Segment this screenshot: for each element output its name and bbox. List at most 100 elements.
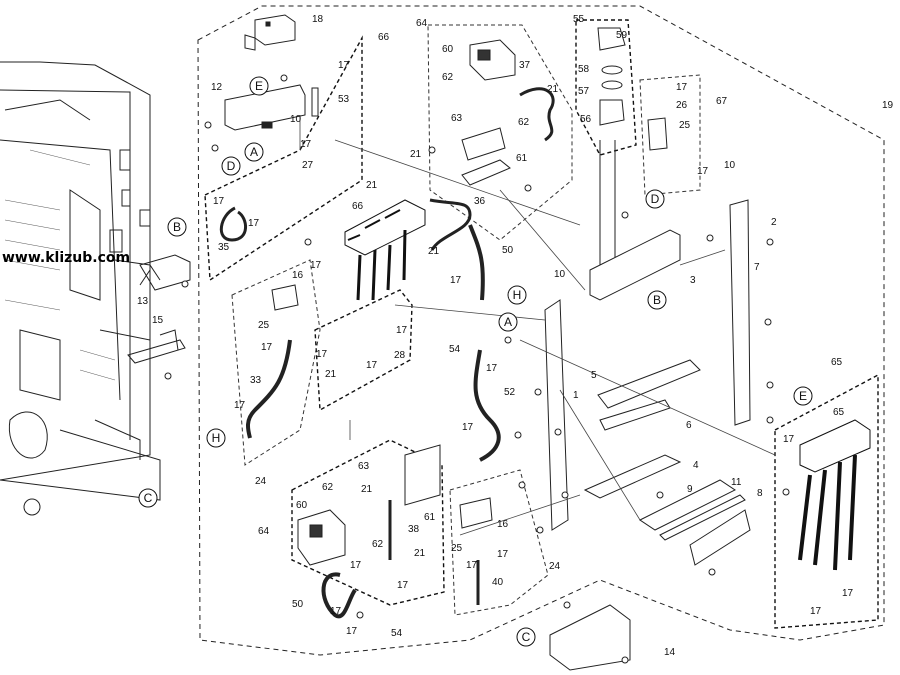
label-5: 5 xyxy=(591,370,597,381)
label-24-bottom: 24 xyxy=(549,561,561,572)
part-65-manifold xyxy=(798,419,871,571)
callout-D-left: D xyxy=(227,159,236,173)
label-17-x: 17 xyxy=(842,588,854,599)
callout-D-right: D xyxy=(651,192,660,206)
part-55-valve xyxy=(597,27,626,126)
group-65-box xyxy=(774,373,879,629)
label-17-l: 17 xyxy=(486,363,498,374)
label-17-t: 17 xyxy=(462,422,474,433)
label-17-p: 17 xyxy=(330,606,342,617)
part-4-plate xyxy=(583,454,682,499)
part-2-rail xyxy=(729,199,751,426)
label-37: 37 xyxy=(519,60,531,71)
label-15: 15 xyxy=(152,315,164,326)
leader-lines xyxy=(299,115,776,536)
label-21-a: 21 xyxy=(547,84,559,95)
part-5-bracket xyxy=(597,359,701,409)
label-18: 18 xyxy=(312,14,324,25)
group-28-box xyxy=(314,289,413,412)
label-4: 4 xyxy=(693,460,699,471)
label-66-mid: 66 xyxy=(352,201,364,212)
label-54-bottom: 54 xyxy=(391,628,403,639)
callout-circles xyxy=(138,76,813,647)
label-21-g: 21 xyxy=(414,548,426,559)
callout-C-left: C xyxy=(144,491,153,505)
part-35-hose xyxy=(220,206,247,242)
part-36-hose xyxy=(429,198,472,251)
label-12: 12 xyxy=(211,82,223,93)
callout-E-right: E xyxy=(799,389,807,403)
part-63-bottom xyxy=(404,444,441,506)
label-21-d: 21 xyxy=(428,246,440,257)
group-55-box xyxy=(575,19,637,156)
label-67: 67 xyxy=(716,96,728,107)
callout-H-right: H xyxy=(513,288,522,302)
label-10-c: 10 xyxy=(554,269,566,280)
group-64-bottom-box xyxy=(291,439,445,606)
label-17-o: 17 xyxy=(350,560,362,571)
label-17-c: 17 xyxy=(213,196,225,207)
label-62-d: 62 xyxy=(372,539,384,550)
label-17-r: 17 xyxy=(397,580,409,591)
label-62-c: 62 xyxy=(322,482,334,493)
label-66-top: 66 xyxy=(378,32,390,43)
label-65-inner: 65 xyxy=(833,407,845,418)
part-3-bracket xyxy=(589,229,681,301)
part-labels: 18 66 64 55 19 12 17 53 60 37 59 58 57 5… xyxy=(137,14,894,658)
label-17-g: 17 xyxy=(697,166,709,177)
label-7: 7 xyxy=(754,262,760,273)
label-17-q: 17 xyxy=(346,626,358,637)
part-12-bracket xyxy=(224,84,306,131)
label-60-top: 60 xyxy=(442,44,454,55)
label-53: 53 xyxy=(338,94,350,105)
group-64-top-box xyxy=(427,24,573,241)
label-60-bottom: 60 xyxy=(296,500,308,511)
label-62-a: 62 xyxy=(442,72,454,83)
label-63-bottom: 63 xyxy=(358,461,370,472)
callout-B-left: B xyxy=(173,220,181,234)
label-50-top: 50 xyxy=(502,245,514,256)
label-11: 11 xyxy=(731,477,742,488)
label-3: 3 xyxy=(690,275,696,286)
part-9-plate xyxy=(639,479,736,531)
label-17-h: 17 xyxy=(310,260,322,271)
label-16-top: 16 xyxy=(292,270,304,281)
callout-A-mid: A xyxy=(504,315,512,329)
part-66-manifold xyxy=(344,199,426,301)
label-50-bottom: 50 xyxy=(292,599,304,610)
label-8: 8 xyxy=(757,488,763,499)
label-17-e: 17 xyxy=(450,275,462,286)
label-17-f: 17 xyxy=(676,82,688,93)
label-17-s: 17 xyxy=(497,549,509,560)
part-60-top xyxy=(469,39,516,81)
label-21-f: 21 xyxy=(361,484,373,495)
group-67-box xyxy=(639,74,701,196)
part-50-hose xyxy=(468,224,485,301)
label-62-b: 62 xyxy=(518,117,530,128)
group-66-box xyxy=(204,35,363,282)
label-38: 38 xyxy=(408,524,420,535)
part-33-hose xyxy=(246,339,292,439)
label-19: 19 xyxy=(882,100,894,111)
part-50-bottom-hose xyxy=(321,572,357,619)
label-28: 28 xyxy=(394,350,406,361)
label-21-c: 21 xyxy=(366,180,378,191)
label-14: 14 xyxy=(664,647,676,658)
callout-E-top: E xyxy=(255,79,263,93)
label-17-w: 17 xyxy=(810,606,822,617)
frame-hatch xyxy=(4,149,116,381)
label-21-e: 21 xyxy=(325,369,337,380)
label-58: 58 xyxy=(578,64,590,75)
label-63-top: 63 xyxy=(451,113,463,124)
group-24-bottom-box xyxy=(449,469,549,616)
label-26: 26 xyxy=(676,100,688,111)
label-33: 33 xyxy=(250,375,262,386)
label-17-i: 17 xyxy=(261,342,273,353)
label-25-left: 25 xyxy=(258,320,270,331)
label-10-b: 10 xyxy=(724,160,736,171)
group-24-top-box xyxy=(231,259,321,466)
label-40: 40 xyxy=(492,577,504,588)
label-61-bottom: 61 xyxy=(424,512,436,523)
label-17-u: 17 xyxy=(366,360,378,371)
